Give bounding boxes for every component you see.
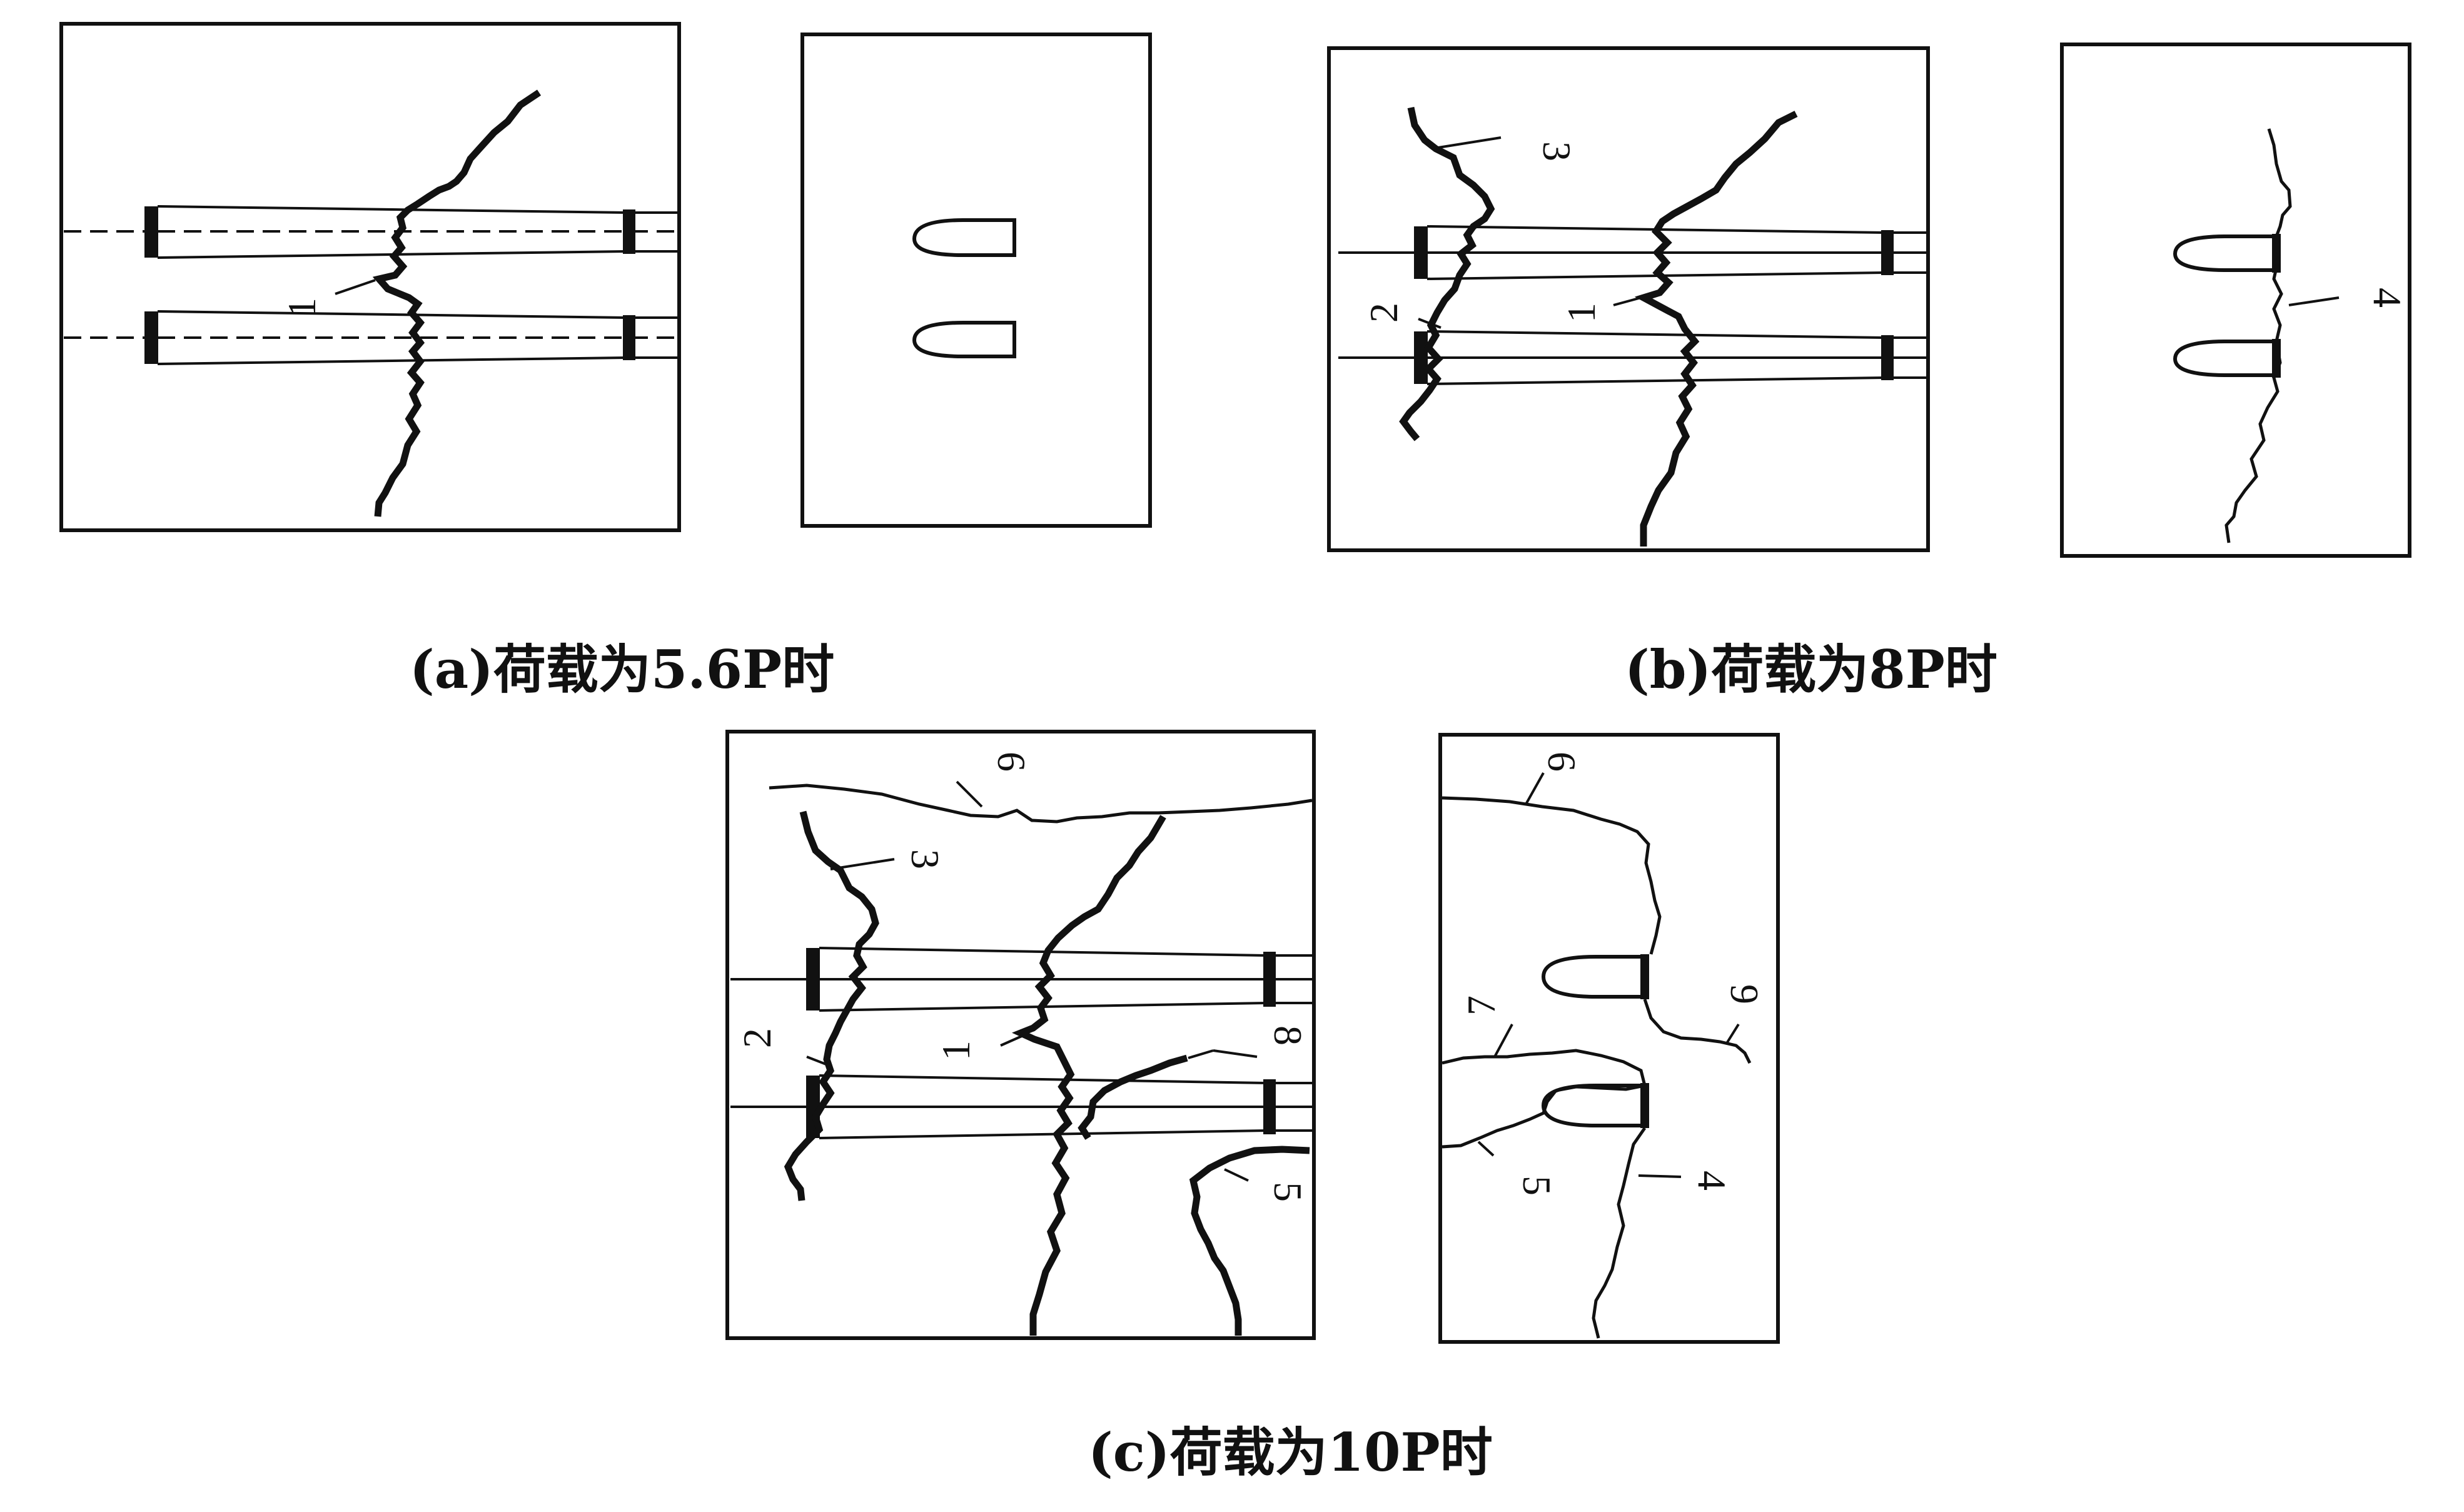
crack-6 xyxy=(769,784,1313,824)
panel-b-front-frame xyxy=(1327,46,1930,552)
anchor-bar xyxy=(144,310,679,365)
anchor-bar xyxy=(806,947,1312,1012)
crack-3 xyxy=(784,810,879,1201)
crack-label-6: 6 xyxy=(989,752,1034,772)
panel-a-end-frame xyxy=(800,33,1152,528)
crack-label-3: 3 xyxy=(903,849,947,869)
panel-c-end-frame xyxy=(1438,733,1780,1344)
panel-a-front-frame xyxy=(59,22,681,532)
anchor-bar xyxy=(1414,225,1926,280)
caption-a: (a)荷载为5.6P时 xyxy=(410,638,835,700)
leader-line xyxy=(1493,1024,1513,1057)
crack-4 xyxy=(2224,128,2292,543)
panel-a-front xyxy=(59,22,681,532)
leader-line xyxy=(1725,1023,1740,1046)
crack-label-8: 8 xyxy=(1266,1026,1310,1046)
anchor-head-outline xyxy=(2173,234,2276,272)
leader-line xyxy=(1000,1034,1024,1047)
leader-line xyxy=(1477,1141,1495,1157)
leader-line xyxy=(1224,1168,1249,1182)
crack-8 xyxy=(1078,1054,1188,1140)
leader-line xyxy=(956,780,983,808)
panel-b-end xyxy=(2060,43,2411,558)
crack-5 xyxy=(1442,1084,1645,1149)
crack-label-4: 4 xyxy=(1690,1171,1734,1191)
crack-5 xyxy=(1189,1146,1310,1336)
leader-line xyxy=(335,279,376,295)
crack-label-5: 5 xyxy=(1266,1182,1310,1202)
leader-line xyxy=(1418,318,1442,329)
crack-6 xyxy=(1442,796,1662,955)
leader-line xyxy=(1525,772,1545,805)
crack-1 xyxy=(1011,815,1166,1336)
anchor-bar xyxy=(144,205,679,259)
anchor-bar xyxy=(1414,330,1926,385)
crack-label-9: 9 xyxy=(1722,984,1767,1004)
panel-b-end-frame xyxy=(2060,43,2411,558)
anchor-head-outline xyxy=(1541,955,1645,999)
crack-label-2: 2 xyxy=(735,1028,779,1048)
crack-9 xyxy=(1643,999,1752,1064)
crack-label-6: 6 xyxy=(1540,752,1584,772)
caption-c: (c)荷载为10P时 xyxy=(1088,1421,1493,1483)
leader-line xyxy=(1213,1049,1258,1058)
leader-line xyxy=(1638,1174,1682,1178)
caption-b: (b)荷载为8P时 xyxy=(1625,638,1997,700)
leader-line xyxy=(806,1056,830,1067)
crack-4 xyxy=(1592,1127,1647,1339)
crack-label-1: 1 xyxy=(934,1041,978,1061)
crack-1 xyxy=(1634,111,1798,547)
crack-label-4: 4 xyxy=(2365,288,2410,308)
crack-label-7: 7 xyxy=(1459,995,1503,1016)
leader-line xyxy=(1438,136,1502,149)
crack-label-1: 1 xyxy=(280,298,324,318)
leader-line xyxy=(2288,296,2340,306)
crack-3 xyxy=(1399,106,1495,441)
panel-c-front xyxy=(725,730,1316,1340)
anchor-head-outline xyxy=(912,218,1016,257)
panel-a-end xyxy=(800,33,1152,528)
panel-c-front-frame xyxy=(725,730,1316,1340)
anchor-head-outline xyxy=(912,321,1016,358)
leader-line xyxy=(1613,296,1642,306)
anchor-bar xyxy=(806,1074,1312,1139)
panel-c-end xyxy=(1438,733,1780,1344)
crack-7 xyxy=(1442,1049,1647,1086)
crack-label-3: 3 xyxy=(1535,141,1579,161)
panel-b-front xyxy=(1327,46,1930,552)
crack-label-1: 1 xyxy=(1559,303,1603,323)
crack-1 xyxy=(372,89,542,517)
crack-label-5: 5 xyxy=(1515,1176,1559,1196)
crack-label-2: 2 xyxy=(1361,303,1406,323)
leader-line xyxy=(830,858,895,870)
anchor-head-outline xyxy=(2173,340,2276,377)
